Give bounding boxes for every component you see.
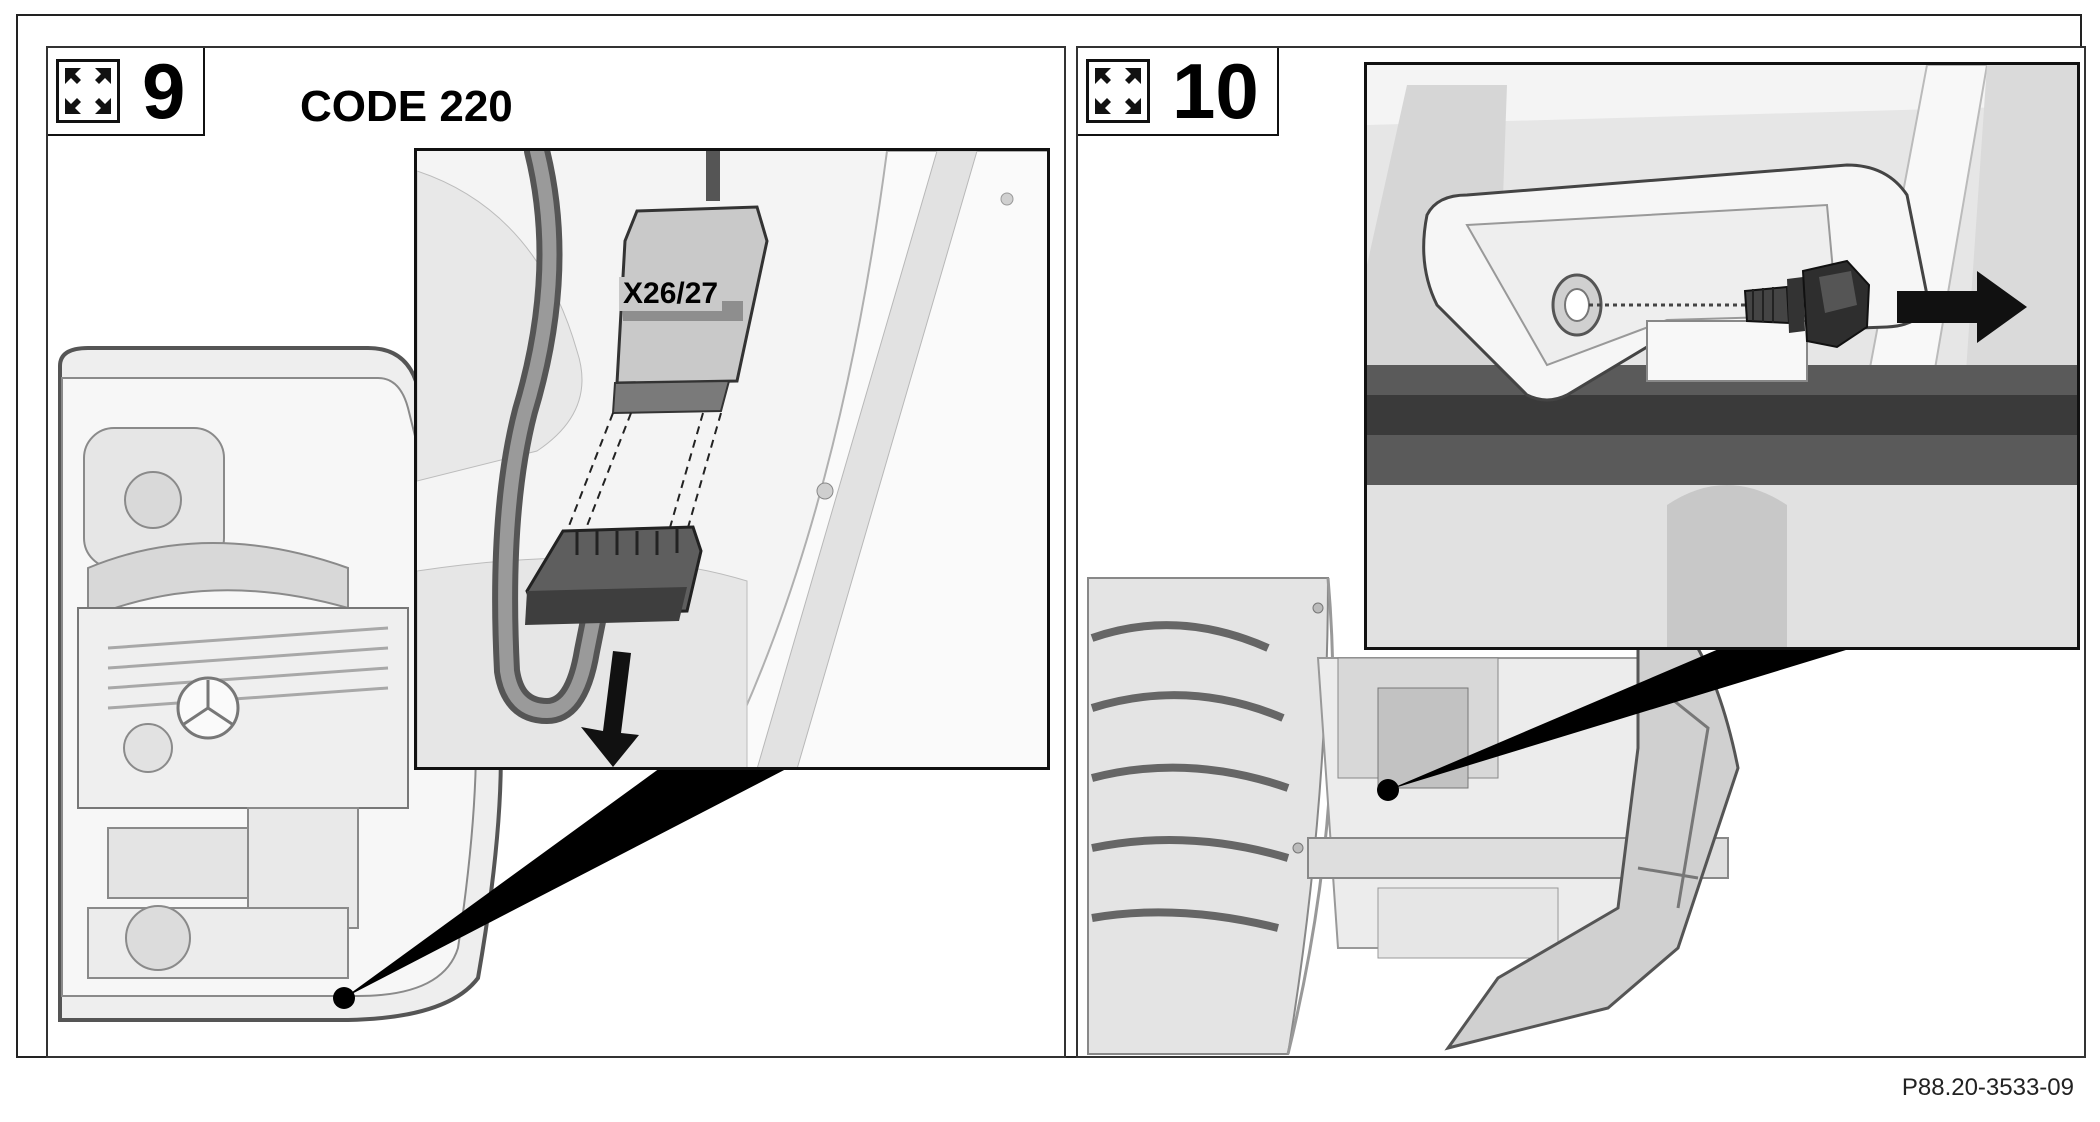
step-10-panel: 10 — [1076, 46, 2086, 1058]
front-module-overview — [1087, 577, 1740, 1055]
instruction-sheet: 9 CODE 220 — [16, 14, 2086, 1058]
location-marker — [1377, 779, 1399, 801]
step-10-illustration — [1087, 577, 1918, 1055]
step-9-panel: 9 CODE 220 — [46, 46, 1066, 1058]
engine-bay-overview — [58, 346, 503, 1022]
connector-label: X26/27 — [619, 277, 723, 311]
callout-leader — [1388, 628, 1918, 790]
location-marker — [333, 987, 355, 1009]
connector-detail-callout: X26/27 — [414, 148, 1050, 770]
step-number: 10 — [1172, 47, 1259, 135]
bolt-detail-callout — [1364, 62, 2080, 650]
step-badge: 10 — [1078, 48, 1279, 136]
connector-detail-illustration — [417, 151, 1047, 767]
bolt-detail-illustration — [1367, 65, 2077, 647]
expand-arrows-icon — [1086, 59, 1150, 123]
callout-leader — [344, 768, 788, 998]
step-9-illustration — [58, 346, 788, 1022]
step-badge: 9 — [48, 47, 206, 136]
step-number: 9 — [142, 47, 186, 135]
expand-arrows-icon — [56, 59, 120, 123]
code-label: CODE 220 — [300, 82, 513, 131]
reference-code: P88.20-3533-09 — [1901, 1074, 2074, 1101]
